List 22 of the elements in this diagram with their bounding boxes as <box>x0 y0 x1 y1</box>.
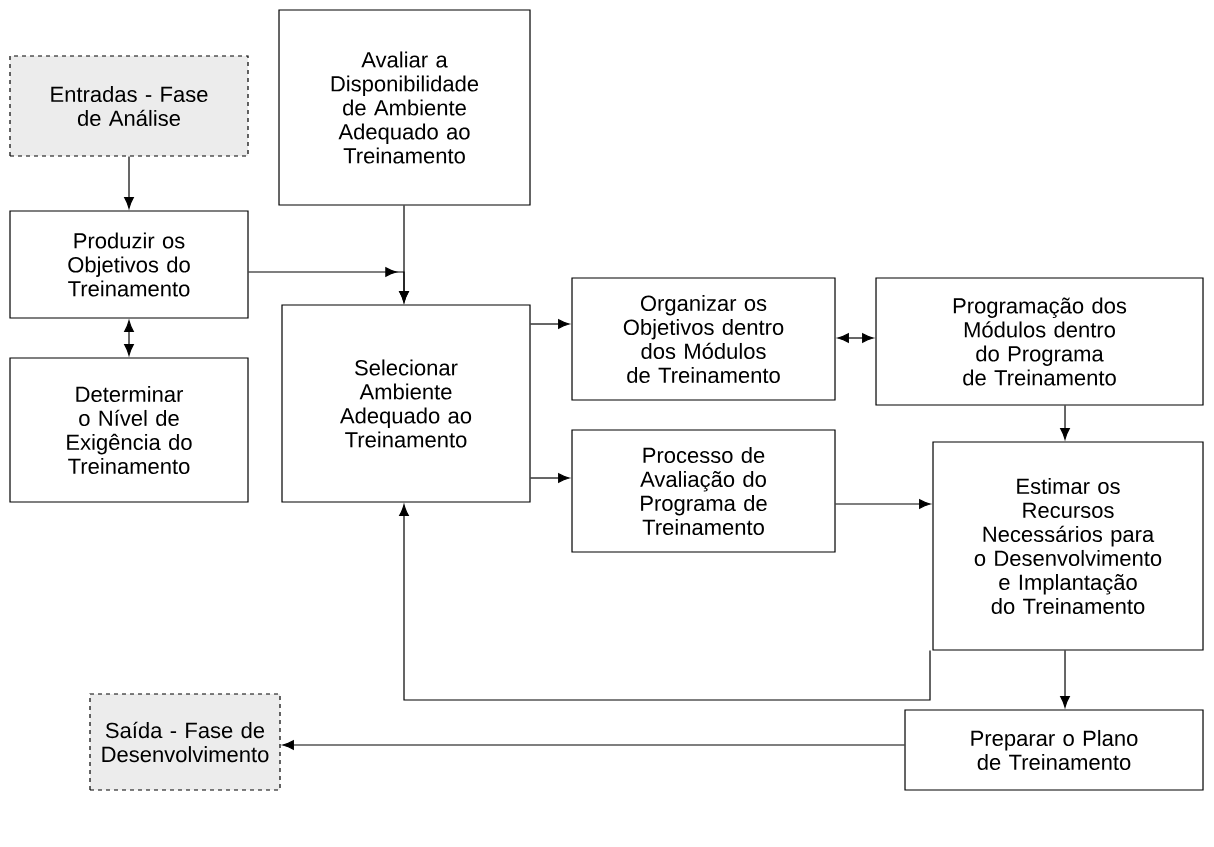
arrow <box>530 319 570 329</box>
arrow <box>399 504 931 701</box>
process-box: Avaliar a Disponibilidade de Ambiente Adequado ao Treinamento <box>278 9 531 206</box>
process-box: Processo de Avaliação do Programa de Treinamento <box>571 429 836 553</box>
arrow <box>1060 405 1070 440</box>
terminal-box: Saída - Fase de Desenvolvimento <box>89 693 281 791</box>
arrow <box>124 320 134 356</box>
arrow <box>530 473 570 483</box>
terminal-box: Entradas - Fase de Análise <box>9 55 249 157</box>
process-box: Produzir os Objetivos do Treinamento <box>9 210 249 319</box>
arrow <box>399 205 409 303</box>
process-box: Organizar os Objetivos dentro dos Módulos de Treinamento <box>571 277 836 401</box>
process-box: Programação dos Módulos dentro do Programa de Treinamento <box>875 277 1204 406</box>
arrow <box>124 156 134 209</box>
process-box: Selecionar Ambiente Adequado ao Treinamento <box>281 304 531 503</box>
arrow <box>835 499 931 509</box>
arrow <box>1060 650 1070 708</box>
process-box: Determinar o Nível de Exigência do Treinamento <box>9 357 249 503</box>
process-box: Preparar o Plano de Treinamento <box>904 709 1204 791</box>
arrow <box>837 333 874 343</box>
arrow <box>282 740 905 750</box>
process-box: Estimar os Recursos Necessários para o Desenvolvimento e Implantação do Treinamento <box>932 441 1204 651</box>
